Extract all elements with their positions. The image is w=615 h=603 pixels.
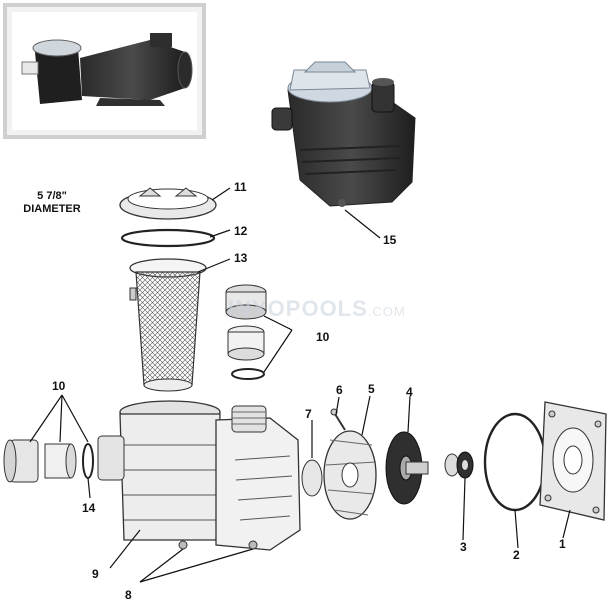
part-13-basket [129, 258, 207, 392]
callout-15: 15 [383, 233, 397, 247]
callout-9: 9 [92, 567, 99, 581]
part-10-union-left [3, 439, 94, 483]
part-9-pump-body [97, 400, 301, 551]
callout-14: 14 [82, 501, 96, 515]
callout-6: 6 [336, 383, 343, 397]
part-3-shaft-seal [444, 451, 474, 479]
callout-2: 2 [513, 548, 520, 562]
callout-12: 12 [234, 224, 248, 238]
part-7-diffuser-ring [301, 459, 323, 497]
watermark: INYOPOOLS.COM [228, 296, 406, 322]
dimension-value: 5 7/8" [37, 190, 67, 202]
part-6-screw [330, 408, 346, 431]
part-15-pump-housing [271, 61, 416, 207]
dimension-unit: DIAMETER [23, 203, 81, 215]
part-2-housing-o-ring [483, 412, 547, 512]
callout-3: 3 [460, 540, 467, 554]
leader-lines [29, 187, 571, 583]
callout-10-right: 10 [316, 330, 330, 344]
inset-pump-photo [3, 3, 206, 139]
callout-5: 5 [368, 382, 375, 396]
callout-1: 1 [559, 537, 566, 551]
callout-11: 11 [234, 180, 247, 194]
part-1-seal-plate [539, 401, 607, 521]
callout-10-left: 10 [52, 379, 66, 393]
callout-7: 7 [305, 407, 312, 421]
callout-8: 8 [125, 588, 132, 602]
callout-13: 13 [234, 251, 248, 265]
part-5-diffuser [323, 430, 377, 520]
part-4-impeller [385, 431, 429, 505]
part-11-lid [119, 187, 217, 220]
watermark-suffix: .COM [367, 304, 406, 319]
watermark-main: INYOPOOLS [228, 296, 368, 321]
callout-4: 4 [406, 385, 413, 399]
part-10-union-right [225, 284, 267, 380]
dimension-note: 5 7/8" DIAMETER [12, 190, 92, 216]
part-12-lid-o-ring [120, 228, 216, 248]
